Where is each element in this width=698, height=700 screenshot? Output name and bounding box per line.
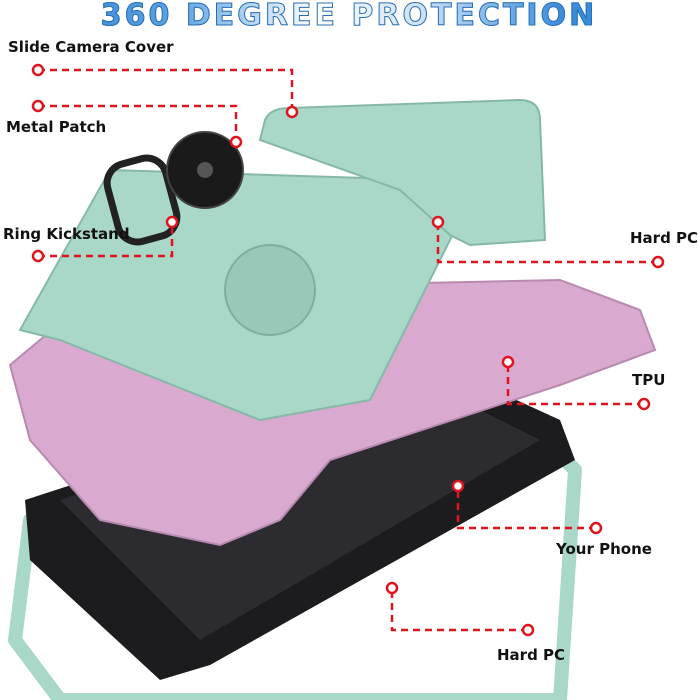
label-your-phone: Your Phone [556,540,652,558]
callout-line-your-phone [456,486,596,530]
slide-camera-cover [258,98,547,247]
callout-line-ring-kickstand [38,222,174,258]
callout-line-slide-camera-cover [38,68,294,112]
page-title: 360 DEGREE PROTECTION [0,0,698,34]
ring-kickstand [103,154,181,246]
callout-line-hard-pc-top [436,222,658,264]
label-hard-pc-top: Hard PC [630,229,698,247]
callout-line-metal-patch [38,104,238,142]
label-slide-camera-cover: Slide Camera Cover [8,38,174,56]
label-tpu: TPU [632,371,666,389]
callout-line-tpu [506,362,644,406]
label-hard-pc-bottom: Hard PC [497,646,566,664]
callout-lines [38,68,658,632]
callout-line-hard-pc-bottom [390,588,528,632]
phone-screen [60,385,540,640]
label-ring-kickstand: Ring Kickstand [3,225,130,243]
label-metal-patch: Metal Patch [6,118,107,136]
callout-dots [31,63,665,637]
ring-mount [224,244,316,336]
